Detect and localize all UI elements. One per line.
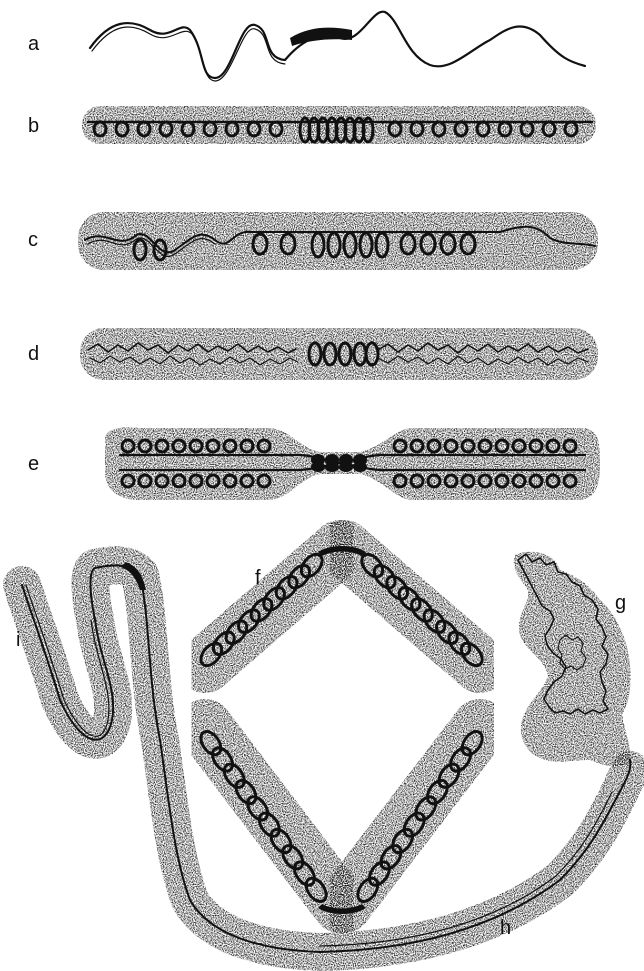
panel-d: d [28,328,598,380]
panel-label-c: c [28,229,38,251]
panel-g-matrix-halo [514,552,632,766]
panel-label-h: h [500,917,511,939]
panel-b: b [28,106,596,144]
panel-a-dense-segment [290,28,352,46]
panel-e: e [28,427,600,500]
panel-g: g [514,552,632,766]
panel-e-matrix-halo [105,427,600,500]
panel-label-b: b [28,115,39,137]
panel-label-g: g [615,592,626,614]
panel-f: f [197,546,486,914]
panel-a-fiber [90,12,585,78]
panel-label-a: a [28,33,40,55]
panel-a: a [28,12,585,81]
panel-label-d: d [28,343,39,365]
panel-label-e: e [28,453,39,475]
panel-c: c [28,212,598,270]
